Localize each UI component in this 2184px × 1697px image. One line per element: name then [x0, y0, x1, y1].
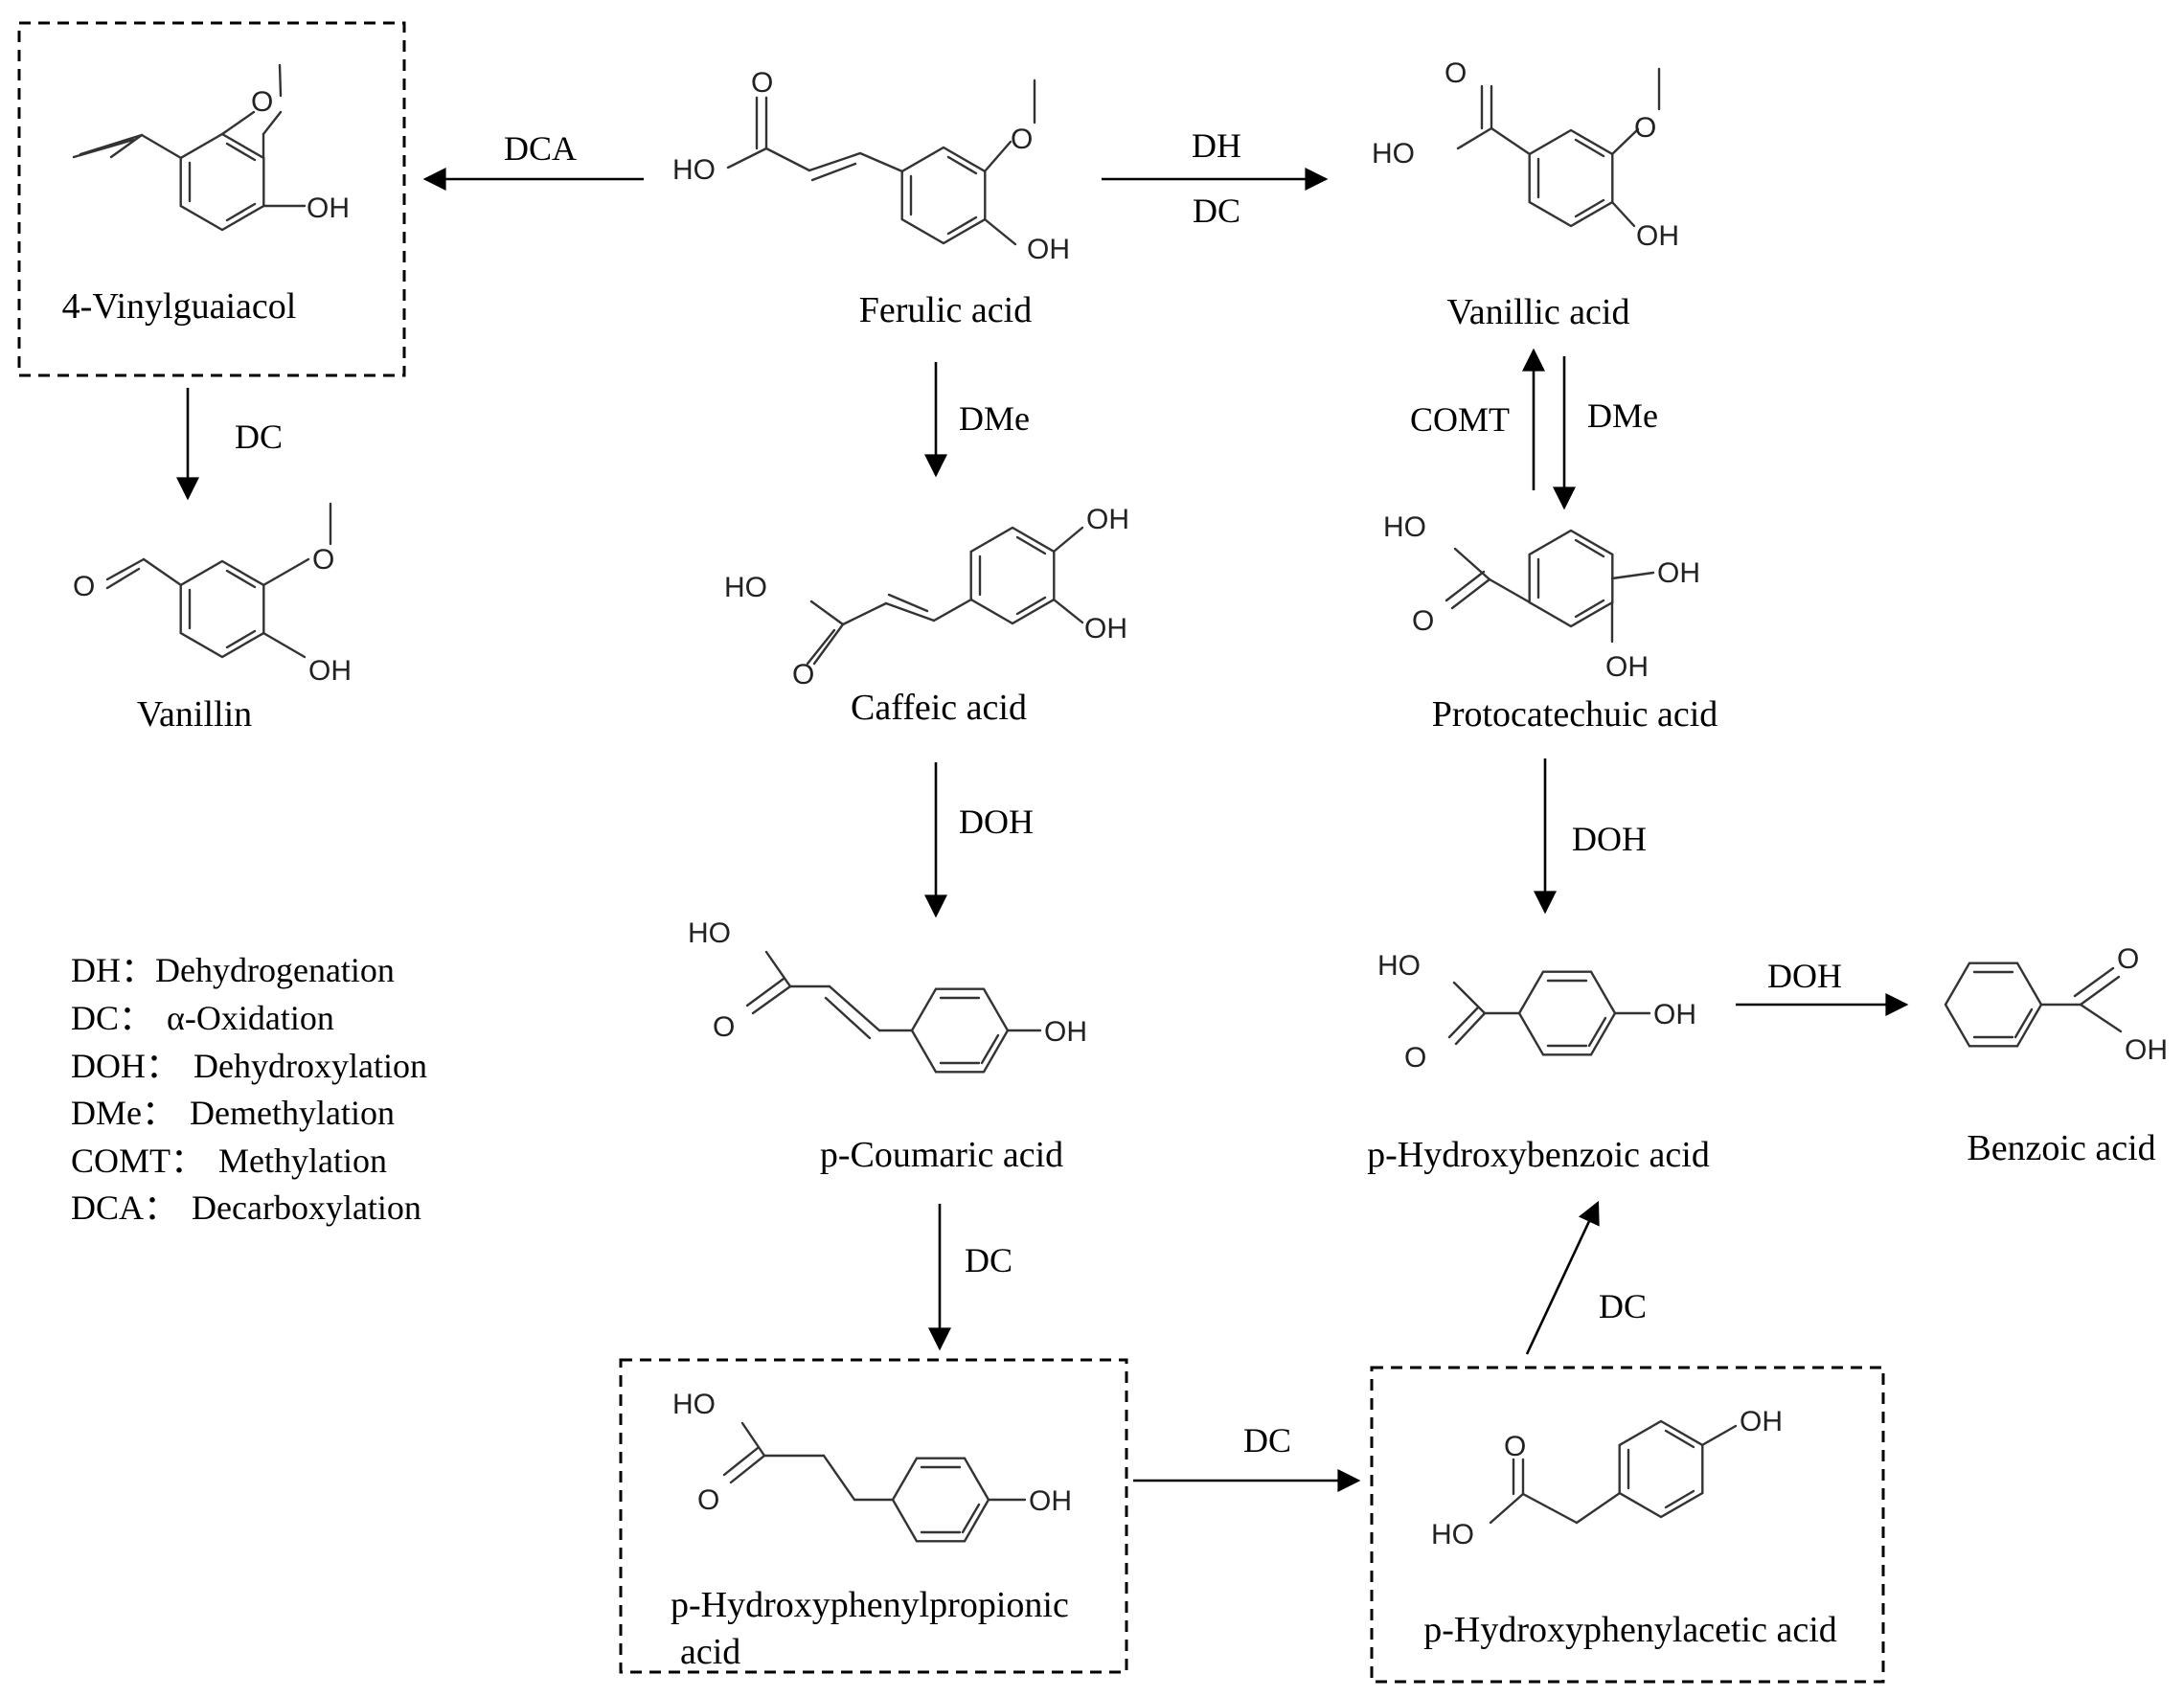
legend-item: COMT：Methylation — [71, 1142, 387, 1180]
edge-label-doh: DOH — [1572, 820, 1647, 858]
edge-label-doh: DOH — [959, 803, 1034, 841]
hppa-label-line1: p-Hydroxyphenylpropionic — [671, 1585, 1069, 1625]
atom-o: O — [697, 1484, 719, 1516]
vanillin-structure: O O OH — [73, 502, 352, 687]
vanillic-label: Vanillic acid — [1447, 292, 1630, 332]
atom-ho: HO — [1431, 1519, 1474, 1550]
caffeic-structure: HO O OH OH — [724, 504, 1129, 690]
atom-o: O — [1404, 1042, 1426, 1074]
hpaa-structure: O HO OH — [1431, 1406, 1783, 1550]
atom-ho: HO — [1372, 138, 1415, 170]
edge-label-dc: DC — [1599, 1287, 1647, 1325]
atom-oh: OH — [1636, 220, 1679, 252]
vinylguaiacol-structure: OH O — [72, 63, 350, 232]
atom-oh: OH — [1027, 234, 1070, 265]
atom-oh: OH — [1029, 1485, 1072, 1517]
hppa-structure: HO O OH — [672, 1389, 1072, 1543]
atom-oh: OH — [1653, 999, 1696, 1030]
atom-o: O — [713, 1011, 735, 1043]
atom-ho: HO — [724, 572, 767, 603]
atom-oh: OH — [1084, 613, 1127, 645]
atom-oh: OH — [307, 192, 350, 224]
hpaa-box — [1370, 1366, 1885, 1684]
protocatechuic-label: Protocatechuic acid — [1432, 694, 1718, 735]
vinylguaiacol-label: 4-Vinylguaiacol — [62, 286, 297, 327]
atom-o: O — [751, 67, 773, 99]
hpaa-label: p-Hydroxyphenylacetic acid — [1423, 1610, 1837, 1650]
hydroxybenzoic-label: p-Hydroxybenzoic acid — [1367, 1135, 1710, 1175]
atom-ho: HO — [672, 154, 716, 186]
atom-o: O — [1445, 57, 1467, 89]
atom-o: O — [2117, 943, 2139, 975]
benzoic-label: Benzoic acid — [1967, 1128, 2155, 1168]
legend-item: DOH：Dehydroxylation — [71, 1047, 427, 1085]
edge-label-doh: DOH — [1767, 957, 1842, 995]
vanillic-structure: HO O O OH — [1372, 57, 1679, 252]
atom-ho: HO — [1377, 950, 1421, 982]
edge-label-dca: DCA — [504, 129, 577, 168]
edge-label-dc: DC — [1243, 1421, 1291, 1459]
benzoic-structure: O OH — [1944, 943, 2168, 1066]
ferulic-structure: O HO O OH — [672, 67, 1070, 265]
legend-item: DMe：Demethylation — [71, 1094, 395, 1132]
edge-label-comt: COMT — [1410, 400, 1510, 439]
atom-oh: OH — [1740, 1406, 1783, 1437]
edge-label-dc: DC — [235, 418, 283, 456]
atom-o: O — [251, 86, 273, 118]
arrow-hpaa-to-hydroxybenzoic — [1525, 1200, 1600, 1355]
legend-item: DC：α-Oxidation — [71, 999, 334, 1037]
atom-ho: HO — [1383, 511, 1426, 543]
edge-label-dc: DC — [965, 1241, 1012, 1279]
vinylguaiacol-box — [17, 21, 406, 377]
protocatechuic-structure: HO O OH OH — [1383, 511, 1700, 683]
edge-label-dme: DMe — [959, 399, 1030, 438]
atom-o: O — [1412, 605, 1434, 637]
atom-o: O — [1634, 112, 1656, 144]
atom-oh: OH — [1657, 557, 1700, 589]
atom-ho: HO — [672, 1389, 716, 1420]
legend: DH：Dehydrogenation DC：α-Oxidation DOH：De… — [71, 951, 427, 1227]
atom-o: O — [73, 571, 95, 602]
edge-label-dme: DMe — [1587, 396, 1658, 435]
atom-o: O — [792, 659, 814, 690]
atom-oh: OH — [308, 655, 352, 687]
edge-label-dc: DC — [1193, 192, 1240, 230]
edge-label-dh: DH — [1192, 126, 1241, 165]
legend-item: DCA：Decarboxylation — [71, 1188, 421, 1227]
coumaric-structure: HO O OH — [688, 917, 1087, 1074]
atom-o: O — [1504, 1431, 1526, 1462]
ferulic-label: Ferulic acid — [859, 290, 1032, 330]
atom-oh: OH — [1086, 504, 1129, 535]
atom-o: O — [312, 544, 334, 576]
legend-item: DH：Dehydrogenation — [71, 951, 395, 989]
atom-ho: HO — [688, 917, 731, 949]
vanillin-label: Vanillin — [137, 694, 252, 735]
caffeic-label: Caffeic acid — [851, 688, 1027, 728]
hppa-box — [619, 1358, 1128, 1674]
atom-o: O — [1011, 124, 1033, 155]
atom-oh: OH — [2125, 1034, 2168, 1066]
atom-oh: OH — [1044, 1016, 1087, 1048]
coumaric-label: p-Coumaric acid — [820, 1135, 1063, 1175]
hppa-label-line2: acid — [680, 1632, 740, 1672]
atom-oh: OH — [1605, 651, 1649, 683]
hydroxybenzoic-structure: HO O OH — [1377, 950, 1696, 1074]
